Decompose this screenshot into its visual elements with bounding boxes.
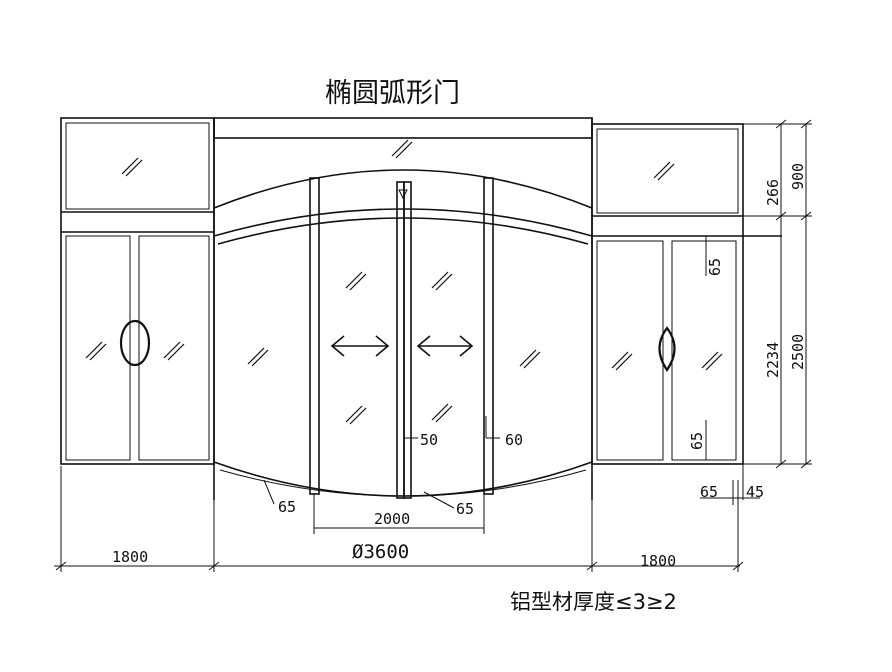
- center-bay: 50 60 65 65: [213, 117, 593, 518]
- bottom-left-65-label: 65: [278, 498, 296, 516]
- right-width-label: 1800: [640, 552, 676, 570]
- marker-60-label: 60: [505, 431, 523, 449]
- profile-65-top-label: 65: [706, 258, 724, 276]
- drawing-title: 椭圆弧形门: [325, 78, 460, 109]
- top-height-label: 900: [789, 163, 807, 190]
- left-width-label: 1800: [112, 548, 148, 566]
- glass-hatch-icon: [247, 139, 541, 425]
- left-bay: [60, 117, 215, 465]
- horizontal-dimensions: 1800 1800 2000 Ø3600 65 45: [54, 466, 764, 572]
- glass-hatch-icon: [611, 161, 723, 371]
- total-height-label: 2500: [789, 334, 807, 370]
- marker-50-label: 50: [420, 431, 438, 449]
- door-sensor-icon: [398, 189, 408, 200]
- transom-height-label: 266: [764, 179, 782, 206]
- profile-65-bottom-label: 65: [700, 483, 718, 501]
- vertical-dimensions: 266 900 2234 2500 65 65: [688, 119, 812, 469]
- slide-direction-arrows: [330, 335, 474, 357]
- right-door-handle-ring: [658, 326, 676, 372]
- left-door-handle-ring: [119, 319, 151, 367]
- profile-65-mid-label: 65: [688, 432, 706, 450]
- right-bay: [591, 123, 782, 500]
- profile-45-label: 45: [746, 483, 764, 501]
- center-diameter-label: Ø3600: [352, 541, 409, 563]
- leaf-height-label: 2234: [764, 342, 782, 378]
- glass-hatch-icon: [85, 157, 185, 361]
- bottom-center-65-label: 65: [456, 500, 474, 518]
- door-opening-label: 2000: [374, 510, 410, 528]
- material-note: 铝型材厚度≤3≥2: [510, 590, 677, 614]
